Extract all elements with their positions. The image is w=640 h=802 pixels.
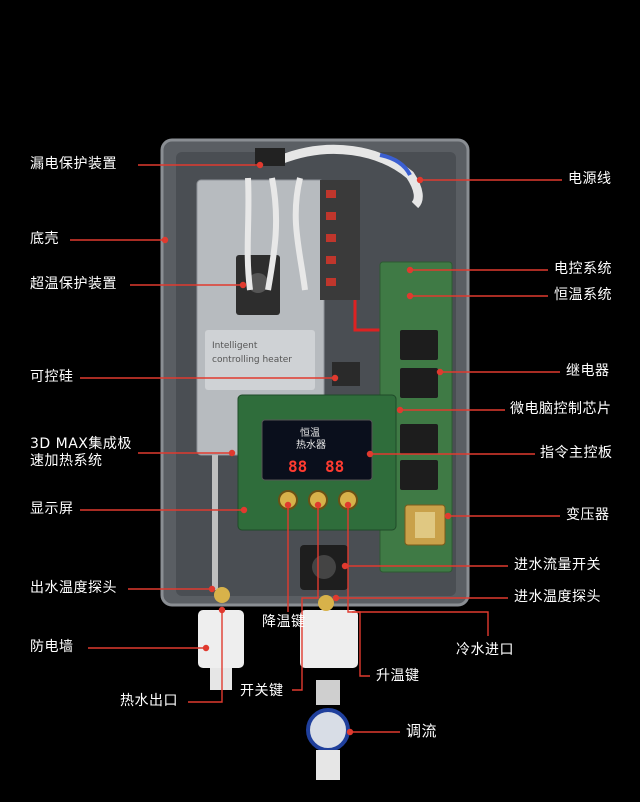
leader-lines <box>70 161 562 736</box>
wire-3 <box>292 177 308 291</box>
panel-brand-line1: Intelligent <box>212 341 258 351</box>
thyristor <box>332 362 360 386</box>
label-cold-water-inlet: 冷水进口 <box>456 642 514 658</box>
label-transformer: 变压器 <box>566 507 610 523</box>
flow-regulator-knob <box>306 708 350 752</box>
label-mcu-chip: 微电脑控制芯片 <box>510 401 612 417</box>
label-temp-down-key: 降温键 <box>262 614 306 630</box>
top-band <box>0 0 640 90</box>
flow-switch-fan <box>312 555 336 579</box>
inlet-nozzle <box>316 750 340 780</box>
label-anti-electric-wall: 防电墙 <box>30 639 74 655</box>
digits-left: 88 <box>288 457 307 476</box>
control-keys <box>278 490 358 510</box>
label-outlet-temp-probe: 出水温度探头 <box>30 580 117 596</box>
heater-label-plate <box>205 330 315 390</box>
label-thermostat-system: 恒温系统 <box>554 287 612 303</box>
label-temp-up-key: 升温键 <box>376 668 420 684</box>
digits-right: 88 <box>325 457 344 476</box>
display-text-bottom: 热水器 <box>296 438 326 451</box>
overheat-protector-dial <box>248 273 268 293</box>
wire-1 <box>244 177 253 291</box>
label-thyristor: 可控硅 <box>30 369 74 385</box>
label-inlet-temp-probe: 进水温度探头 <box>514 589 601 605</box>
panel-brand-line2: controlling heater <box>212 355 292 365</box>
label-heating-system: 3D MAX集成极速加热系统 <box>30 436 132 469</box>
relays <box>400 330 438 490</box>
display-screen <box>261 419 373 481</box>
power-cord <box>278 144 423 209</box>
label-relay: 继电器 <box>566 363 610 379</box>
outlet-temp-probe <box>214 587 230 603</box>
label-leakage-protection: 漏电保护装置 <box>30 156 117 172</box>
label-overheat-protection: 超温保护装置 <box>30 276 117 292</box>
hot-outlet-fitting <box>198 610 244 668</box>
label-flow-regulator: 调流 <box>406 722 438 740</box>
power-cord-blue <box>379 153 412 176</box>
label-power-cord: 电源线 <box>568 171 612 187</box>
label-hot-water-outlet: 热水出口 <box>120 693 178 709</box>
wire-2 <box>265 177 280 291</box>
display-text-top: 恒温 <box>300 426 320 439</box>
label-power-key: 开关键 <box>240 683 284 699</box>
inlet-temp-probe <box>318 595 334 611</box>
cold-inlet-fitting <box>300 610 358 668</box>
transformer-core <box>415 512 435 538</box>
inlet-valve <box>316 680 340 705</box>
terminals <box>326 190 336 286</box>
hot-outlet-nozzle <box>210 668 232 690</box>
leakage-protector <box>255 148 285 166</box>
label-electric-control-system: 电控系统 <box>554 261 612 277</box>
label-base-shell: 底壳 <box>30 231 59 247</box>
label-main-control-board: 指令主控板 <box>540 445 613 461</box>
label-display: 显示屏 <box>30 501 74 517</box>
label-inflow-flow-switch: 进水流量开关 <box>514 557 601 573</box>
